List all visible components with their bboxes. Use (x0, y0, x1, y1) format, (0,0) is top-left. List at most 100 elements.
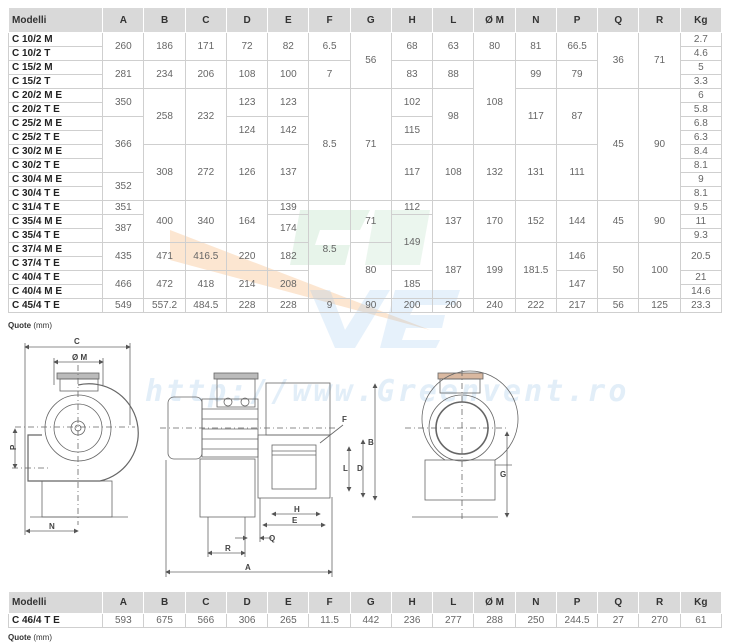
dimension-cell: 83 (390, 60, 434, 89)
dimension-cell: 100 (267, 60, 310, 89)
model-name: C 35/4 T E (7, 228, 104, 243)
dim-label-n: N (49, 522, 55, 531)
dimension-cell: 199 (473, 242, 516, 299)
column-header: Kg (679, 7, 723, 33)
dimension-cell: 14.6 (679, 284, 723, 299)
dimension-cell: 61 (679, 613, 723, 628)
dimension-cell: 351 (102, 200, 145, 215)
model-name: C 40/4 M E (7, 284, 104, 299)
dimension-cell: 23.3 (679, 298, 723, 313)
dimension-cell: 171 (184, 32, 227, 61)
column-header: Ø M (473, 591, 516, 614)
model-name: C 30/2 T E (7, 158, 104, 173)
model-name: C 45/4 T E (7, 298, 104, 313)
column-header: Modelli (7, 591, 104, 614)
dimension-cell: 56 (349, 32, 392, 89)
model-name: C 20/2 T E (7, 102, 104, 117)
dimension-cell: 100 (638, 242, 681, 299)
dimension-cell: 675 (143, 613, 186, 628)
dimension-cell: 8.1 (679, 158, 723, 173)
dim-label-c: C (74, 337, 80, 346)
dimension-cell: 200 (432, 298, 475, 313)
column-header: D (225, 591, 269, 614)
dimension-cell: 566 (184, 613, 227, 628)
dimension-cell: 234 (143, 60, 186, 89)
dimension-cell: 2.7 (679, 32, 723, 47)
dimension-cell: 200 (390, 298, 434, 313)
dimension-cell: 272 (184, 144, 227, 201)
dimension-cell: 442 (349, 613, 392, 628)
dimension-cell: 131 (514, 144, 557, 201)
column-header: A (102, 591, 145, 614)
dimension-cell: 228 (225, 298, 269, 313)
dimension-cell: 236 (390, 613, 434, 628)
dimension-cell: 416.5 (184, 242, 227, 271)
model-name: C 37/4 T E (7, 256, 104, 271)
column-header: P (555, 7, 599, 33)
dimension-cell: 206 (184, 60, 227, 89)
units-label: Quote (8, 633, 32, 642)
column-header: H (390, 7, 434, 33)
dimension-cell: 142 (267, 116, 310, 145)
dimension-cell: 146 (555, 242, 599, 271)
dimension-cell: 185 (390, 270, 434, 299)
dimension-cell: 5 (679, 60, 723, 75)
units-value: (mm) (33, 633, 52, 642)
dimension-cell: 117 (514, 88, 557, 145)
column-header: E (267, 591, 310, 614)
dimension-cell: 352 (102, 172, 145, 201)
model-name: C 20/2 M E (7, 88, 104, 103)
dimension-cell: 123 (225, 88, 269, 117)
dimension-cell: 186 (143, 32, 186, 61)
dimension-cell: 6.3 (679, 130, 723, 145)
units-note: Quote (mm) (8, 321, 52, 330)
model-name: C 35/4 M E (7, 214, 104, 229)
dimension-cell: 137 (432, 200, 475, 243)
dim-label-q: Q (269, 534, 275, 543)
dimension-cell: 244.5 (555, 613, 599, 628)
dimension-cell: 174 (267, 214, 310, 243)
dimension-cell: 170 (473, 200, 516, 243)
column-header: N (514, 591, 557, 614)
dimension-cell: 208 (267, 270, 310, 299)
dimension-cell: 68 (390, 32, 434, 61)
dimension-cell: 144 (555, 200, 599, 243)
dimension-cell: 435 (102, 242, 145, 271)
dimension-cell: 80 (473, 32, 516, 61)
column-header: E (267, 7, 310, 33)
dimension-cell: 36 (597, 32, 640, 89)
dim-label-d: D (357, 464, 363, 473)
dimension-cell: 228 (267, 298, 310, 313)
column-header: F (308, 591, 351, 614)
dimension-cell: 71 (638, 32, 681, 89)
dimension-cell: 9 (308, 298, 351, 313)
fan-technical-drawing: C Ø M P N H E Q R A L D B F G (9, 337, 519, 577)
dimension-cell: 220 (225, 242, 269, 271)
column-header: A (102, 7, 145, 33)
dimension-cell: 56 (597, 298, 640, 313)
dimension-cell: 20.5 (679, 242, 723, 271)
dimension-cell: 222 (514, 298, 557, 313)
dimension-cell: 90 (638, 88, 681, 201)
column-header: B (143, 7, 186, 33)
dimension-cell: 9.3 (679, 228, 723, 243)
dimension-cell: 108 (225, 60, 269, 89)
dimension-cell: 306 (225, 613, 269, 628)
dimension-cell: 117 (390, 144, 434, 201)
column-header: R (638, 7, 681, 33)
column-header: R (638, 591, 681, 614)
model-name: C 15/2 M (7, 60, 104, 75)
dimension-cell: 112 (390, 200, 434, 215)
model-name: C 30/4 T E (7, 186, 104, 201)
dimension-cell: 80 (349, 242, 392, 299)
dimension-cell: 27 (597, 613, 640, 628)
dimension-cell: 350 (102, 88, 145, 117)
dimension-cell: 8.5 (308, 88, 351, 201)
dimension-cell: 98 (432, 88, 475, 145)
